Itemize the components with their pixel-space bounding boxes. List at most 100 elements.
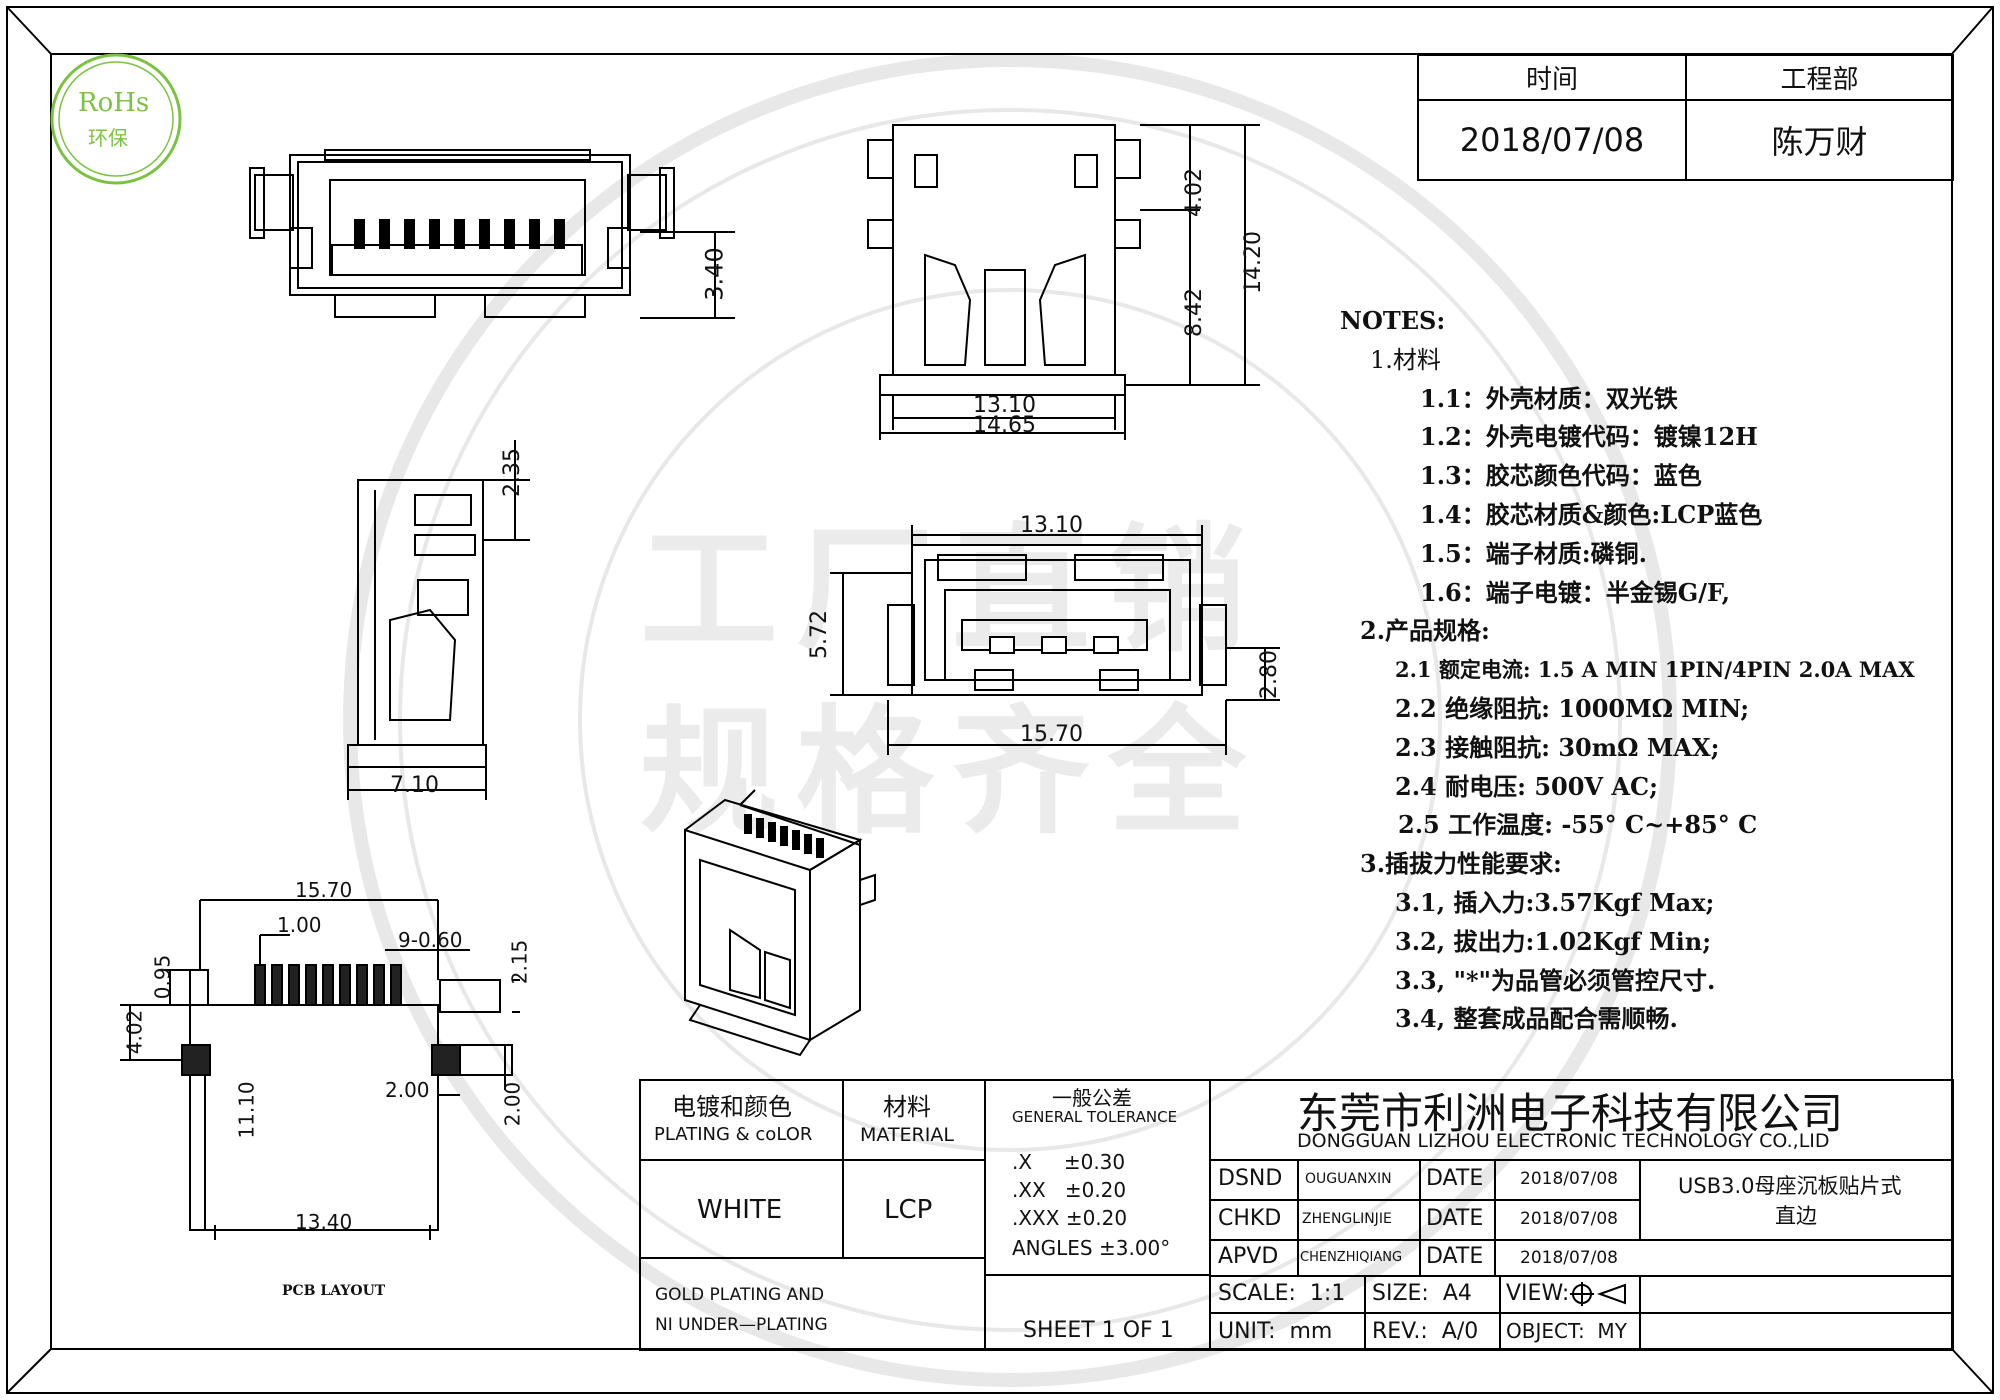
notes-title: NOTES:	[1340, 306, 1446, 335]
company-name-cn: 东莞市利洲电子科技有限公司	[1297, 1089, 1844, 1138]
dim-2-80: 2.80	[1256, 650, 1282, 699]
notes-line: 1.6：端子电镀：半金锡G/F,	[1420, 577, 1730, 607]
header-table-grid	[1417, 54, 1954, 181]
header-dept-label: 工程部	[1780, 65, 1859, 95]
company-name-en: DONGGUAN LIZHOU ELECTRONIC TECHNOLOGY CO…	[1297, 1130, 1830, 1152]
dim-3-40: 3.40	[700, 247, 729, 301]
notes-line: 3.2, 拔出力:1.02Kgf Min;	[1395, 926, 1712, 956]
isometric-view-drawing	[684, 789, 876, 1057]
title-block-grid	[639, 1079, 1954, 1351]
rohs-logo-subtext: 环保	[88, 126, 128, 150]
projection-symbol-icon	[1570, 1282, 1626, 1306]
material-heading-en: MATERIAL	[860, 1124, 954, 1146]
object: OBJECT: MY	[1506, 1319, 1627, 1343]
header-engineer-value: 陈万财	[1771, 123, 1868, 161]
outer-frame	[6, 6, 1994, 1394]
bottom-view-drawing	[830, 525, 1280, 755]
tolerance-heading: 一般公差	[1052, 1086, 1132, 1110]
revision: REV.: A/0	[1372, 1319, 1479, 1344]
dim-14-20: 14.20	[1240, 231, 1266, 294]
watermark-row2: 规格齐全	[640, 692, 1265, 853]
top-view-drawing	[867, 124, 1260, 440]
rohs-logo-text: RoHs	[78, 88, 150, 118]
tolerance-xxx: .XXX ±0.20	[1012, 1206, 1128, 1230]
tolerance-x: .X ±0.30	[1012, 1150, 1126, 1174]
notes-line: 3.4, 整套成品配合需顺畅.	[1395, 1004, 1678, 1034]
pcb-layout-label: PCB LAYOUT	[282, 1283, 386, 1299]
header-date-value: 2018/07/08	[1459, 121, 1645, 159]
part-name-line1: USB3.0母座沉板贴片式	[1678, 1174, 1902, 1198]
notes-line: 3.1, 插入力:3.57Kgf Max;	[1395, 887, 1715, 917]
notes-line: 1.3：胶芯颜色代码：蓝色	[1420, 461, 1702, 491]
dim-7-10: 7.10	[390, 773, 439, 798]
side-view-drawing	[347, 440, 530, 800]
dim-2-35: 2.35	[499, 448, 525, 497]
plating-value: WHITE	[697, 1195, 783, 1225]
date-label: DATE	[1426, 1206, 1484, 1231]
dim-13-10-top: 13.10	[973, 393, 1036, 418]
dim-2-00-vertical: 2.00	[500, 1081, 525, 1127]
plating-heading: 电镀和颜色	[672, 1093, 792, 1121]
dim-2-00-horizontal: 2.00	[385, 1078, 430, 1102]
header-time-label: 时间	[1525, 65, 1578, 95]
view-label: VIEW:	[1506, 1281, 1570, 1306]
dim-2-15: 2.15	[507, 939, 532, 985]
notes-line: 1.2：外壳电镀代码：镀镍12H	[1420, 422, 1758, 452]
dim-15-70-pcb: 15.70	[295, 878, 353, 902]
dim-4-02-pcb: 4.02	[122, 1009, 147, 1055]
notes-line: 2.5 工作温度: -55° C~+85° C	[1398, 810, 1758, 840]
dim-8-42: 8.42	[1181, 288, 1207, 337]
sheet-number: SHEET 1 OF 1	[1023, 1318, 1174, 1343]
dim-11-10: 11.10	[234, 1081, 259, 1139]
material-value: LCP	[884, 1195, 933, 1225]
chkd-label: CHKD	[1218, 1206, 1282, 1231]
notes-line: 2.2 绝缘阻抗: 1000MΩ MIN;	[1395, 693, 1750, 723]
dim-14-65: 14.65	[973, 413, 1036, 438]
sheet-size: SIZE: A4	[1372, 1281, 1472, 1306]
dim-5-72: 5.72	[806, 610, 832, 659]
notes-line: 2.1 额定电流: 1.5 A MIN 1PIN/4PIN 2.0A MAX	[1395, 657, 1915, 683]
part-name-line2: 直边	[1775, 1204, 1817, 1228]
dim-9-0-60: 9-0.60	[398, 928, 463, 952]
rohs-logo-icon	[50, 53, 182, 185]
apvd-label: APVD	[1218, 1244, 1279, 1269]
date-label: DATE	[1426, 1244, 1484, 1269]
pcb-layout-drawing	[120, 899, 520, 1240]
dim-1-00: 1.00	[277, 913, 322, 937]
date-label: DATE	[1426, 1166, 1484, 1191]
front-view-drawing	[249, 149, 735, 319]
plating-heading-en: PLATING & coLOR	[654, 1124, 813, 1145]
dim-15-70-bottom-view: 15.70	[1020, 722, 1083, 747]
tolerance-xx: .XX ±0.20	[1012, 1178, 1127, 1202]
chkd-date: 2018/07/08	[1520, 1209, 1618, 1229]
notes-line: 1.4：胶芯材质&颜色:LCP蓝色	[1420, 499, 1763, 529]
notes-line: 2.3 接触阻抗: 30mΩ MAX;	[1395, 732, 1720, 762]
dim-13-40: 13.40	[295, 1210, 353, 1234]
scale: SCALE: 1:1	[1218, 1281, 1346, 1306]
apvd-name: CHENZHIQIANG	[1300, 1250, 1403, 1265]
tolerance-angles: ANGLES ±3.00°	[1012, 1236, 1171, 1260]
notes-line: 3.3, "*"为品管必须管控尺寸.	[1395, 965, 1716, 995]
apvd-date: 2018/07/08	[1520, 1248, 1618, 1268]
dim-4-02: 4.02	[1181, 168, 1207, 217]
watermark-seal	[343, 53, 1677, 1387]
dim-0-95: 0.95	[150, 954, 175, 1000]
material-heading: 材料	[883, 1093, 931, 1121]
chkd-name: ZHENGLINJIE	[1302, 1211, 1392, 1227]
notes-line: 1.材料	[1370, 345, 1441, 374]
notes-line: 2.产品规格:	[1360, 616, 1490, 646]
notes-block: NOTES: 1.材料 1.1：外壳材质：双光铁 1.2：外壳电镀代码：镀镍12…	[1340, 302, 1915, 1039]
dsnd-label: DSND	[1218, 1166, 1283, 1191]
dsnd-name: OUGUANXIN	[1305, 1171, 1392, 1187]
notes-line: 2.4 耐电压: 500V AC;	[1395, 771, 1658, 801]
dsnd-date: 2018/07/08	[1520, 1169, 1618, 1189]
dim-13-10-bottom-view: 13.10	[1020, 513, 1083, 538]
gold-plating-line1: GOLD PLATING AND	[655, 1285, 825, 1305]
notes-line: 1.1：外壳材质：双光铁	[1420, 383, 1678, 413]
notes-line: 1.5：端子材质:磷铜.	[1420, 538, 1647, 568]
tolerance-heading-en: GENERAL TOLERANCE	[1012, 1108, 1178, 1126]
unit: UNIT: mm	[1218, 1319, 1333, 1344]
gold-plating-line2: NI UNDER—PLATING	[655, 1315, 828, 1335]
notes-line: 3.插拔力性能要求:	[1360, 849, 1562, 879]
